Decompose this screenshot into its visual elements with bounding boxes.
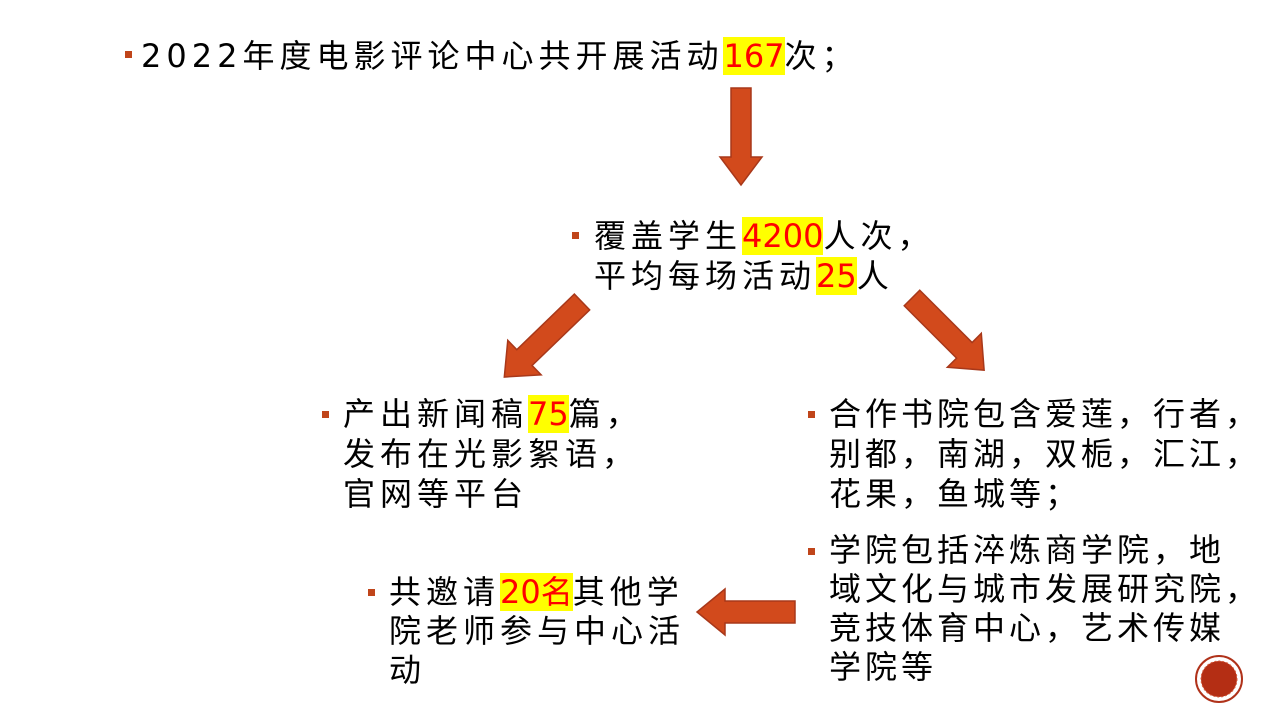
bullet-icon	[125, 51, 132, 58]
student-count: 4200	[742, 217, 824, 255]
bullet-icon	[322, 411, 329, 418]
bullet-icon	[808, 548, 815, 555]
left-arrow-icon	[695, 587, 796, 637]
total-activities-suffix: 次；	[784, 37, 859, 75]
colleges-line-1: 学院包括淬炼商学院，地	[829, 531, 1226, 569]
down-arrow-icon	[718, 87, 764, 187]
total-activities-label: 2022年度电影评论中心共开展活动	[141, 37, 724, 75]
bullet-icon	[368, 589, 375, 596]
total-activities-text: 2022年度电影评论中心共开展活动167次；	[141, 36, 859, 76]
coverage-line-2: 平均每场活动25人	[594, 256, 934, 296]
teachers-text: 共邀请20名其他学 院老师参与中心活 动	[389, 573, 685, 690]
bookstores-line-3: 花果，鱼城等；	[829, 475, 1082, 513]
average-label: 平均每场活动	[594, 257, 817, 295]
coverage-label: 覆盖学生	[594, 217, 743, 255]
teachers-line-2: 院老师参与中心活	[389, 612, 686, 650]
colleges-line-4: 学院等	[829, 648, 938, 686]
colleges-line-3: 竞技体育中心，艺术传媒	[829, 609, 1226, 647]
teachers-line-1: 共邀请20名其他学	[389, 573, 685, 612]
bookstores-line-2: 别都，南湖，双栀，汇江，	[829, 435, 1262, 473]
average-count: 25	[816, 257, 857, 295]
news-text: 产出新闻稿75篇， 发布在光影絮语， 官网等平台	[343, 394, 643, 514]
average-suffix: 人	[856, 257, 894, 295]
news-line-1: 产出新闻稿75篇，	[343, 394, 643, 434]
right-down-arrow-icon	[903, 289, 985, 371]
teachers-label: 共邀请	[389, 573, 501, 611]
news-line-3: 官网等平台	[343, 475, 529, 513]
left-down-arrow-icon	[503, 293, 591, 378]
news-count: 75	[528, 395, 569, 433]
news-label: 产出新闻稿	[343, 395, 529, 433]
colleges-line-2: 域文化与城市发展研究院，	[829, 570, 1262, 608]
coverage-line-1: 覆盖学生4200人次，	[594, 216, 934, 256]
bullet-icon	[808, 411, 815, 418]
teacher-count: 20名	[500, 573, 573, 611]
coverage-text: 覆盖学生4200人次， 平均每场活动25人	[594, 216, 934, 296]
colleges-text: 学院包括淬炼商学院，地 域文化与城市发展研究院， 竞技体育中心，艺术传媒 学院等	[829, 531, 1261, 687]
news-suffix: 篇，	[568, 395, 643, 433]
bullet-icon	[572, 232, 579, 239]
coverage-suffix: 人次，	[823, 217, 935, 255]
news-line-2: 发布在光影絮语，	[343, 435, 640, 473]
bookstores-line-1: 合作书院包含爱莲，行者，	[829, 395, 1262, 433]
bookstores-text: 合作书院包含爱莲，行者， 别都，南湖，双栀，汇江， 花果，鱼城等；	[829, 394, 1261, 514]
teachers-suffix: 其他学	[572, 573, 684, 611]
activities-count: 167	[723, 37, 785, 75]
teachers-line-3: 动	[389, 651, 427, 689]
